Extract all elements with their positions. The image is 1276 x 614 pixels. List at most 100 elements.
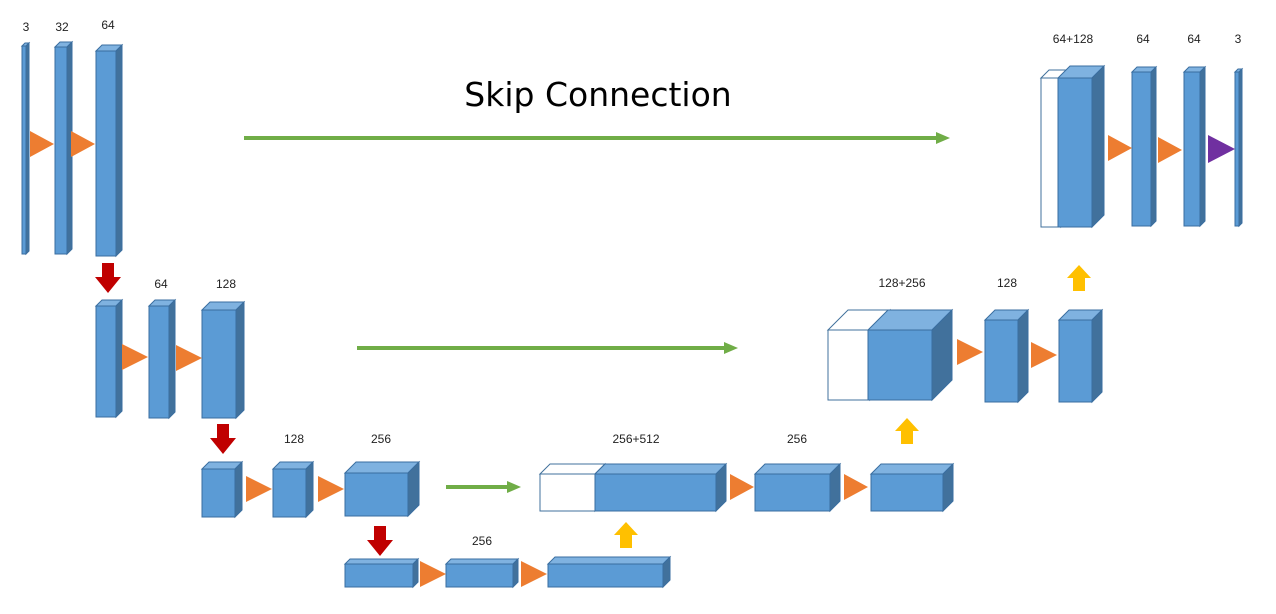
conv-arrow-dec2-b — [1031, 342, 1057, 368]
block-dec3-conv1 — [753, 462, 842, 513]
block-dec2-conv2 — [1057, 308, 1104, 404]
upsample-arrow-1 — [614, 522, 638, 548]
block-dec1-conv2-front — [1183, 71, 1201, 227]
skip-arrow-level2-head — [724, 342, 738, 354]
label-dec3-conv: 256 — [787, 432, 807, 446]
upsample-arrow-2 — [895, 418, 919, 444]
block-enc3-conv1-front — [272, 468, 307, 518]
block-dec1-concat — [1056, 64, 1106, 229]
skip-arrow-level3-head — [507, 481, 521, 493]
skip-connection-title: Skip Connection — [464, 75, 731, 114]
block-enc3-conv1-side — [305, 460, 314, 519]
conv-arrow-dec1-a — [1108, 135, 1132, 161]
conv-arrow-enc3-b — [318, 476, 344, 502]
block-enc1-input-front — [21, 45, 27, 255]
block-bottom-pool-side — [412, 557, 419, 589]
block-enc2-conv2 — [200, 300, 246, 420]
skip-arrow-level1-head — [936, 132, 950, 144]
conv-arrow-bottom-b — [521, 561, 547, 587]
conv-arrow-dec1-b — [1158, 137, 1182, 163]
diagram-shapes — [20, 40, 1244, 589]
skip-arrow-level2 — [357, 342, 738, 354]
block-dec2-concat — [866, 308, 954, 402]
label-dec3-concat: 256+512 — [612, 432, 659, 446]
conv-arrow-dec3-a — [730, 474, 754, 500]
channel-labels: 3 32 64 64 128 128 256 256 256+512 256 1… — [23, 18, 1242, 548]
block-bottom-pool-top — [343, 558, 420, 565]
block-enc1-input — [20, 41, 31, 256]
block-dec2-skip-copy-front — [827, 329, 871, 401]
block-enc2-conv1-side — [168, 298, 176, 420]
label-dec1-conv1: 64 — [1136, 32, 1150, 46]
block-dec2-conv1-side — [1017, 308, 1029, 404]
block-enc1-conv2-front — [95, 50, 117, 257]
block-dec2-concat-front — [867, 329, 933, 401]
block-enc3-conv2 — [343, 460, 421, 518]
label-enc2-conv2: 128 — [216, 277, 236, 291]
downsample-arrow-3 — [367, 526, 393, 556]
block-bottom-conv1-top — [444, 558, 520, 565]
block-bottom-pool-front — [344, 563, 414, 588]
block-bottom-conv1-side — [512, 557, 519, 589]
block-enc2-conv2-front — [201, 309, 237, 419]
block-enc2-conv2-side — [235, 300, 245, 420]
label-dec2-conv: 128 — [997, 276, 1017, 290]
label-enc3-conv2: 256 — [371, 432, 391, 446]
downsample-arrow-2 — [210, 424, 236, 454]
block-dec2-conv1 — [983, 308, 1030, 404]
label-dec2-concat: 128+256 — [878, 276, 925, 290]
block-enc3-pool — [200, 460, 244, 519]
block-dec3-conv2-top — [869, 463, 955, 475]
block-bottom-conv1-front — [445, 563, 514, 588]
block-dec1-conv1-front — [1131, 71, 1152, 227]
block-dec3-conv2-front — [870, 473, 944, 512]
block-bottom-conv1 — [444, 557, 520, 589]
block-enc2-conv1 — [147, 298, 177, 420]
label-dec1-conv2: 64 — [1187, 32, 1201, 46]
block-dec3-concat — [593, 462, 728, 513]
conv-arrow-enc1-a — [30, 131, 54, 157]
block-enc2-pool-front — [95, 305, 117, 418]
block-dec1-output — [1233, 67, 1244, 228]
block-enc1-conv1 — [53, 40, 74, 256]
label-enc2-conv1: 64 — [154, 277, 168, 291]
block-enc3-pool-front — [201, 468, 236, 518]
block-enc3-conv2-top — [343, 461, 421, 474]
conv-arrow-enc2-b — [176, 345, 202, 371]
conv-arrow-enc3-a — [246, 476, 272, 502]
block-enc3-conv1 — [271, 460, 315, 519]
block-dec3-concat-top — [593, 463, 728, 475]
block-dec3-conv1-front — [754, 473, 831, 512]
block-dec3-skip-copy-front — [539, 473, 596, 512]
conv-arrow-bottom-a — [420, 561, 446, 587]
block-bottom-pool — [343, 557, 420, 589]
block-dec1-conv2 — [1182, 65, 1207, 228]
block-dec3-skip-copy-top — [538, 463, 607, 475]
final-conv-arrow — [1208, 135, 1235, 163]
block-dec2-conv2-side — [1091, 308, 1103, 404]
block-dec3-conv1-top — [753, 463, 842, 475]
block-enc3-conv2-front — [344, 472, 409, 517]
block-enc2-pool — [94, 298, 124, 419]
block-enc2-pool-side — [115, 298, 123, 419]
label-enc3-conv1: 128 — [284, 432, 304, 446]
block-dec1-output-front — [1234, 71, 1240, 227]
block-enc1-conv2-side — [115, 43, 123, 258]
label-bottleneck: 256 — [472, 534, 492, 548]
block-dec2-conv1-front — [984, 319, 1019, 403]
block-dec1-concat-front — [1057, 77, 1093, 228]
label-enc1-input: 3 — [23, 20, 30, 34]
label-enc1-conv2: 64 — [101, 18, 115, 32]
conv-arrow-enc1-b — [71, 131, 95, 157]
block-dec1-concat-side — [1091, 64, 1105, 229]
conv-arrow-dec3-b — [844, 474, 868, 500]
block-enc3-pool-side — [234, 460, 243, 519]
label-enc1-conv1: 32 — [55, 20, 69, 34]
block-dec3-concat-front — [594, 473, 717, 512]
skip-arrow-level3 — [446, 481, 521, 493]
block-dec1-conv2-side — [1199, 65, 1206, 228]
block-dec1-conv1-side — [1150, 65, 1157, 228]
block-dec2-conv2-front — [1058, 319, 1093, 403]
conv-arrow-enc2-a — [122, 344, 148, 370]
